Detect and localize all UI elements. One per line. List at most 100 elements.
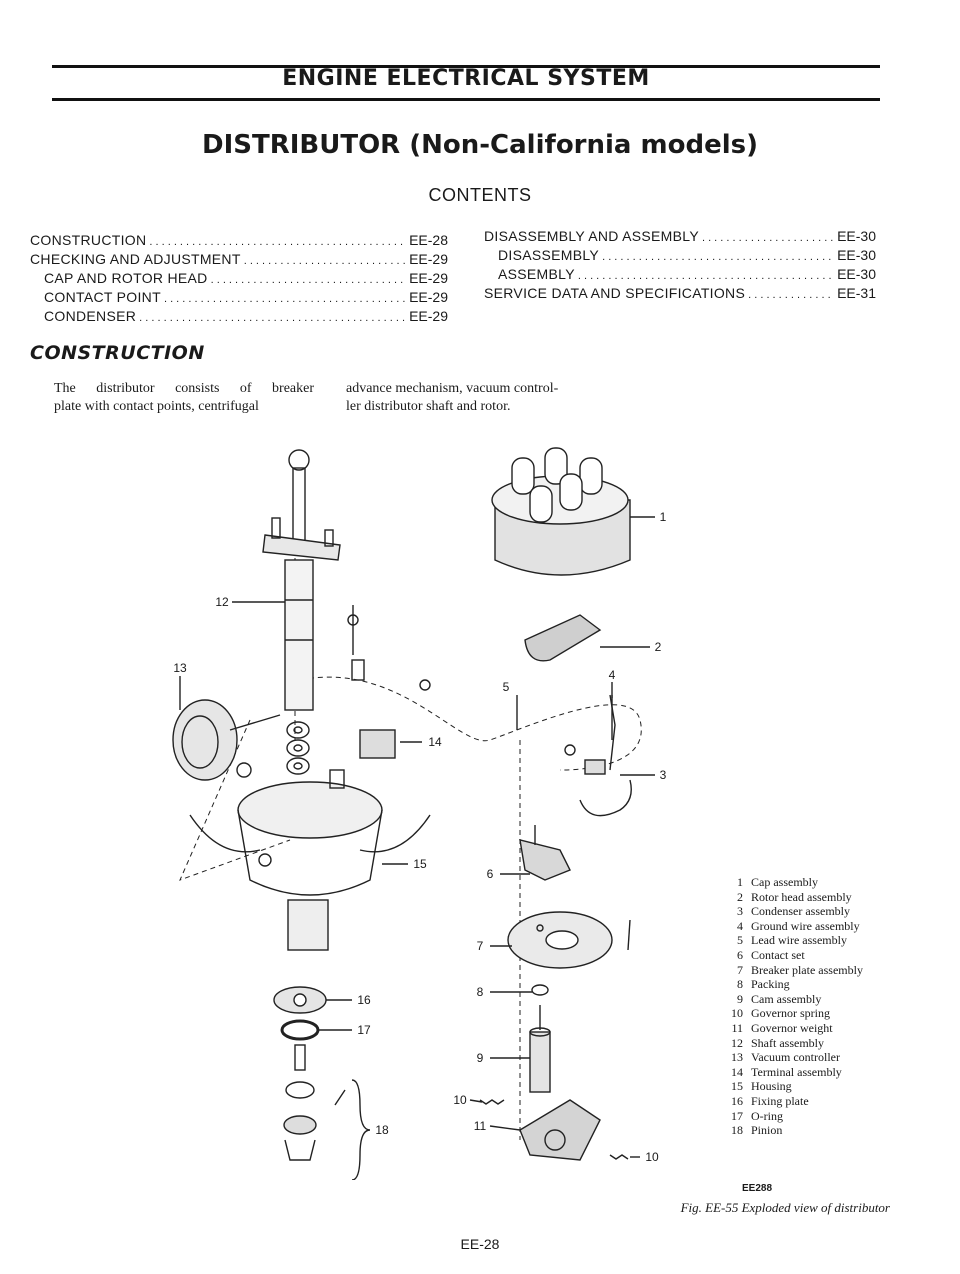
- toc-entry-page: EE-29: [409, 251, 448, 267]
- figure-code: EE288: [742, 1183, 773, 1194]
- legend-number: 17: [731, 1108, 743, 1123]
- toc-entry[interactable]: SERVICE DATA AND SPECIFICATIONS EE-31: [484, 285, 876, 304]
- toc-entry-label: CONSTRUCTION: [30, 232, 147, 248]
- toc-entry-page: EE-29: [409, 308, 448, 324]
- callout-number: 1: [660, 510, 667, 524]
- exploded-view-diagram: 1 2 3 4 5 6 7 8 9 10 11 12 13 14 15 16 1…: [172, 447, 667, 1180]
- fixing-plate-drawing: [273, 986, 327, 1014]
- legend-label: Pinion: [751, 1123, 783, 1138]
- shaft-assembly-drawing: [262, 449, 341, 711]
- toc-entry[interactable]: ASSEMBLY EE-30: [484, 266, 876, 285]
- callout-number: 14: [428, 735, 442, 749]
- legend-item: 8 Packing: [727, 977, 927, 992]
- toc-entry[interactable]: DISASSEMBLYEE-30: [484, 247, 876, 266]
- callout-leader-line: [469, 1099, 483, 1103]
- callout-number: 16: [357, 993, 371, 1007]
- pinion-drawing: [283, 1044, 346, 1161]
- legend-number: 5: [737, 933, 743, 948]
- legend-number: 16: [731, 1093, 743, 1108]
- legend-label: Ground wire assembly: [751, 918, 860, 933]
- toc-entry-label: SERVICE DATA AND SPECIFICATIONS: [484, 285, 746, 301]
- washer-stack-drawing: [286, 721, 310, 775]
- header-rule-bottom: [52, 98, 880, 101]
- legend-label: Vacuum controller: [751, 1050, 840, 1065]
- figure-caption: Fig. EE-55 Exploded view of distributor: [680, 1200, 890, 1215]
- toc-entry-label: CONTACT POINT: [44, 289, 161, 305]
- legend-label: Fixing plate: [751, 1093, 809, 1108]
- legend-label: Cap assembly: [751, 875, 818, 889]
- rotor-head-drawing: [524, 614, 602, 662]
- callout-number: 10: [453, 1093, 467, 1107]
- callout-number: 13: [173, 661, 187, 675]
- legend-number: 7: [737, 962, 743, 977]
- legend-label: Governor spring: [751, 1006, 830, 1021]
- vacuum-controller-drawing: [172, 699, 281, 781]
- legend-number: 9: [737, 991, 743, 1006]
- legend-item: 1 Cap assembly: [727, 875, 927, 890]
- callout-number: 10: [645, 1150, 659, 1164]
- callout-number: 9: [477, 1051, 484, 1065]
- toc-entry[interactable]: CONSTRUCTION EE-28: [30, 232, 448, 251]
- legend-number: 12: [731, 1035, 743, 1050]
- legend-label: Shaft assembly: [751, 1035, 824, 1050]
- toc-entry[interactable]: CAP AND ROTOR HEAD EE-29: [30, 270, 448, 289]
- toc-entry-page: EE-30: [837, 228, 876, 244]
- toc-entry-page: EE-28: [409, 232, 448, 248]
- legend-number: 14: [731, 1064, 743, 1079]
- page-number: EE-28: [460, 1236, 500, 1252]
- toc-entry-label: CONDENSER: [44, 308, 137, 324]
- construction-heading: CONSTRUCTION: [30, 342, 205, 364]
- legend-label: Governor weight: [751, 1020, 833, 1035]
- toc-entry-label: ASSEMBLY: [498, 266, 575, 282]
- body-text-line: plate with contact points, centrifugal: [54, 399, 259, 414]
- legend-number: 3: [737, 904, 743, 919]
- toc-entry[interactable]: CONTACT POINT EE-29: [30, 289, 448, 308]
- legend-item: 3 Condenser assembly: [727, 904, 927, 919]
- callout-number-group: 1 2 3 4 5 6 7 8 9 10 11 12 13 14 15 16 1…: [173, 510, 666, 1164]
- legend-number: 10: [731, 1006, 743, 1021]
- legend-label: Packing: [751, 977, 790, 992]
- legend-label: Terminal assembly: [751, 1064, 842, 1079]
- legend-number: 8: [737, 977, 743, 992]
- toc-entry-page: EE-29: [409, 270, 448, 286]
- callout-number: 11: [474, 1119, 487, 1133]
- housing-drawing: [189, 781, 431, 951]
- governor-drawing: [479, 1099, 629, 1161]
- legend-number: 6: [737, 947, 743, 962]
- section-title: ENGINE ELECTRICAL SYSTEM: [282, 66, 650, 91]
- toc-entry-label: DISASSEMBLY: [498, 247, 600, 263]
- legend-label: O-ring: [751, 1108, 783, 1123]
- cap-assembly-drawing: [491, 447, 631, 576]
- header-rule-top: [52, 65, 880, 68]
- contents-heading: CONTENTS: [428, 185, 532, 205]
- body-text-line: The distributor consists of breaker: [54, 381, 314, 396]
- toc-entry[interactable]: DISASSEMBLY AND ASSEMBLYEE-30: [484, 228, 876, 247]
- contact-set-drawing: [519, 825, 571, 881]
- legend-item: 17 O-ring: [727, 1109, 927, 1124]
- toc-entry-page: EE-29: [409, 289, 448, 305]
- toc-entry[interactable]: CONDENSER EE-29: [30, 308, 448, 327]
- callout-number: 12: [215, 595, 229, 609]
- legend-item: 10 Governor spring: [727, 1006, 927, 1021]
- legend-number: 1: [737, 875, 743, 889]
- body-text-line: ler distributor shaft and rotor.: [346, 399, 511, 414]
- callout-number: 5: [503, 680, 510, 694]
- toc-entry[interactable]: CHECKING AND ADJUSTMENTEE-29: [30, 251, 448, 270]
- toc-entry-page: EE-30: [837, 266, 876, 282]
- breaker-plate-drawing: [507, 911, 631, 969]
- toc-entry-label: CAP AND ROTOR HEAD: [44, 270, 208, 286]
- toc-right-column: DISASSEMBLY AND ASSEMBLYEE-30 DISASSEMBL…: [484, 228, 876, 304]
- legend-label: Condenser assembly: [751, 904, 850, 919]
- packing-drawing: [531, 984, 549, 996]
- toc-entry-page: EE-31: [837, 285, 876, 301]
- legend-label: Housing: [751, 1079, 792, 1094]
